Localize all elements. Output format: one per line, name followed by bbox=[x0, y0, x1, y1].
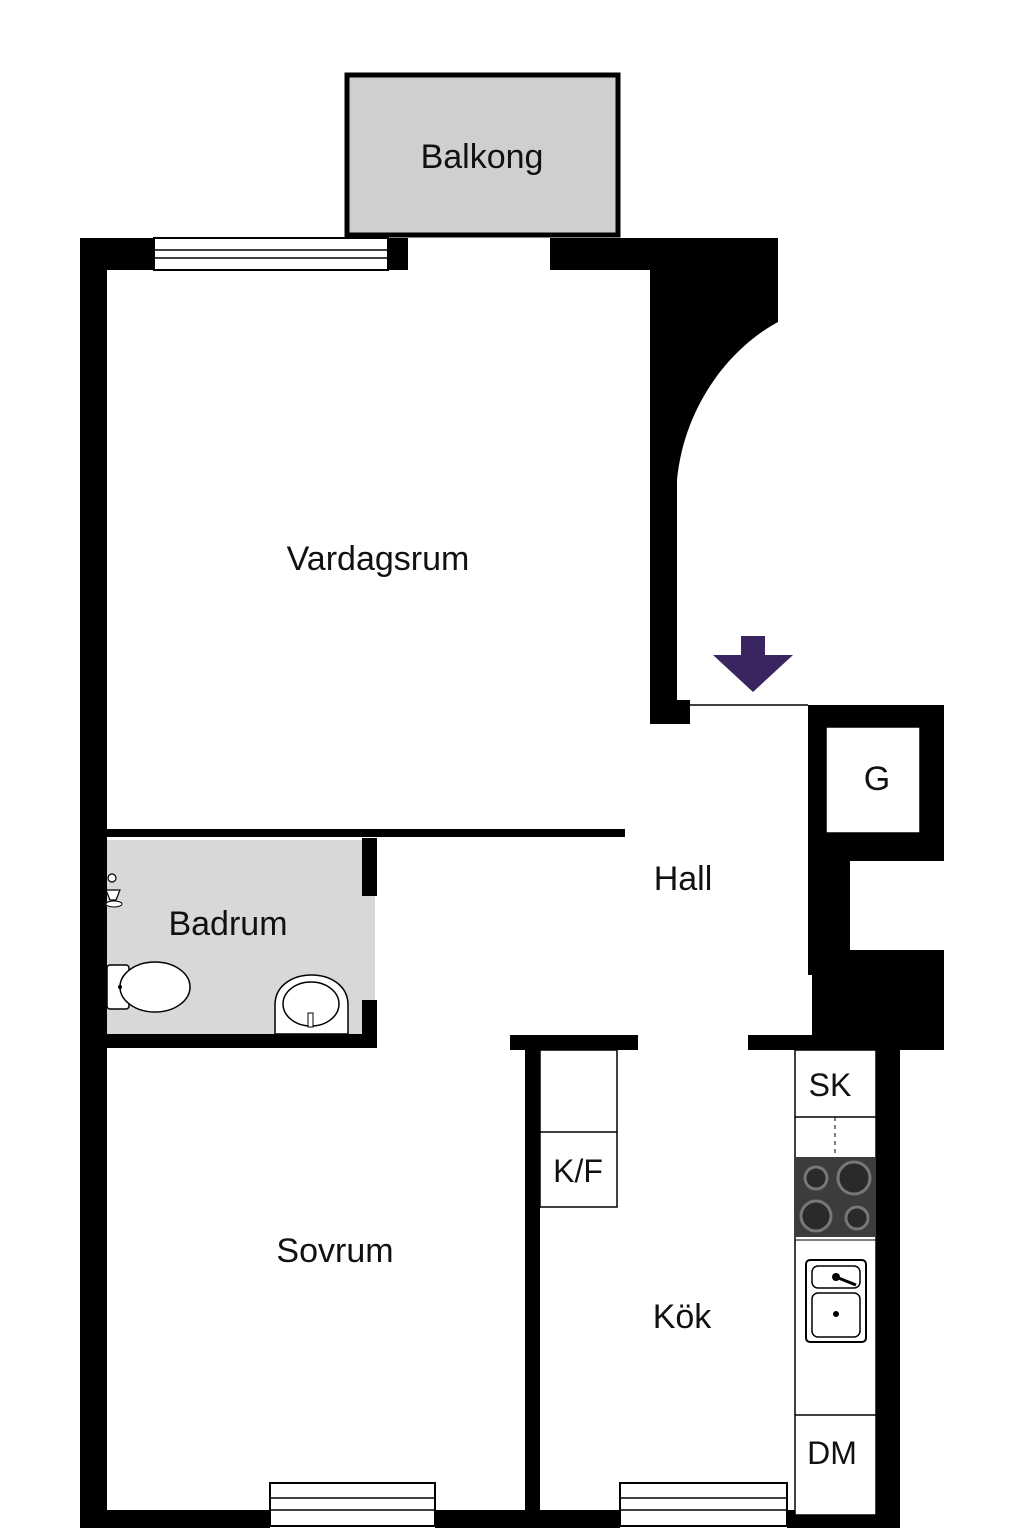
walls bbox=[80, 238, 944, 1528]
fridge-freezer-label: K/F bbox=[553, 1153, 603, 1189]
living-room-label: Vardagsrum bbox=[287, 540, 470, 578]
fridge-freezer bbox=[539, 1049, 618, 1208]
wardrobe-box bbox=[825, 726, 921, 834]
wardrobe-label: G bbox=[864, 760, 890, 798]
stove-icon bbox=[795, 1157, 876, 1237]
cabinet-label: SK bbox=[809, 1067, 852, 1103]
washbasin-icon bbox=[274, 974, 349, 1035]
kitchen-label: Kök bbox=[653, 1298, 713, 1336]
balcony-floor bbox=[344, 72, 621, 238]
bathroom-label: Badrum bbox=[168, 905, 287, 943]
balcony-label: Balkong bbox=[421, 138, 544, 176]
shower-icon bbox=[105, 873, 123, 908]
bedroom-label: Sovrum bbox=[276, 1232, 393, 1270]
kitchen-sink-icon bbox=[805, 1259, 867, 1343]
hall-label: Hall bbox=[654, 860, 713, 898]
dishwasher-label: DM bbox=[807, 1435, 857, 1471]
toilet-icon bbox=[106, 961, 191, 1013]
window-bedroom bbox=[269, 1482, 436, 1527]
entrance-arrow-icon bbox=[713, 636, 793, 692]
window-top bbox=[153, 237, 389, 271]
window-kitchen bbox=[619, 1482, 788, 1527]
